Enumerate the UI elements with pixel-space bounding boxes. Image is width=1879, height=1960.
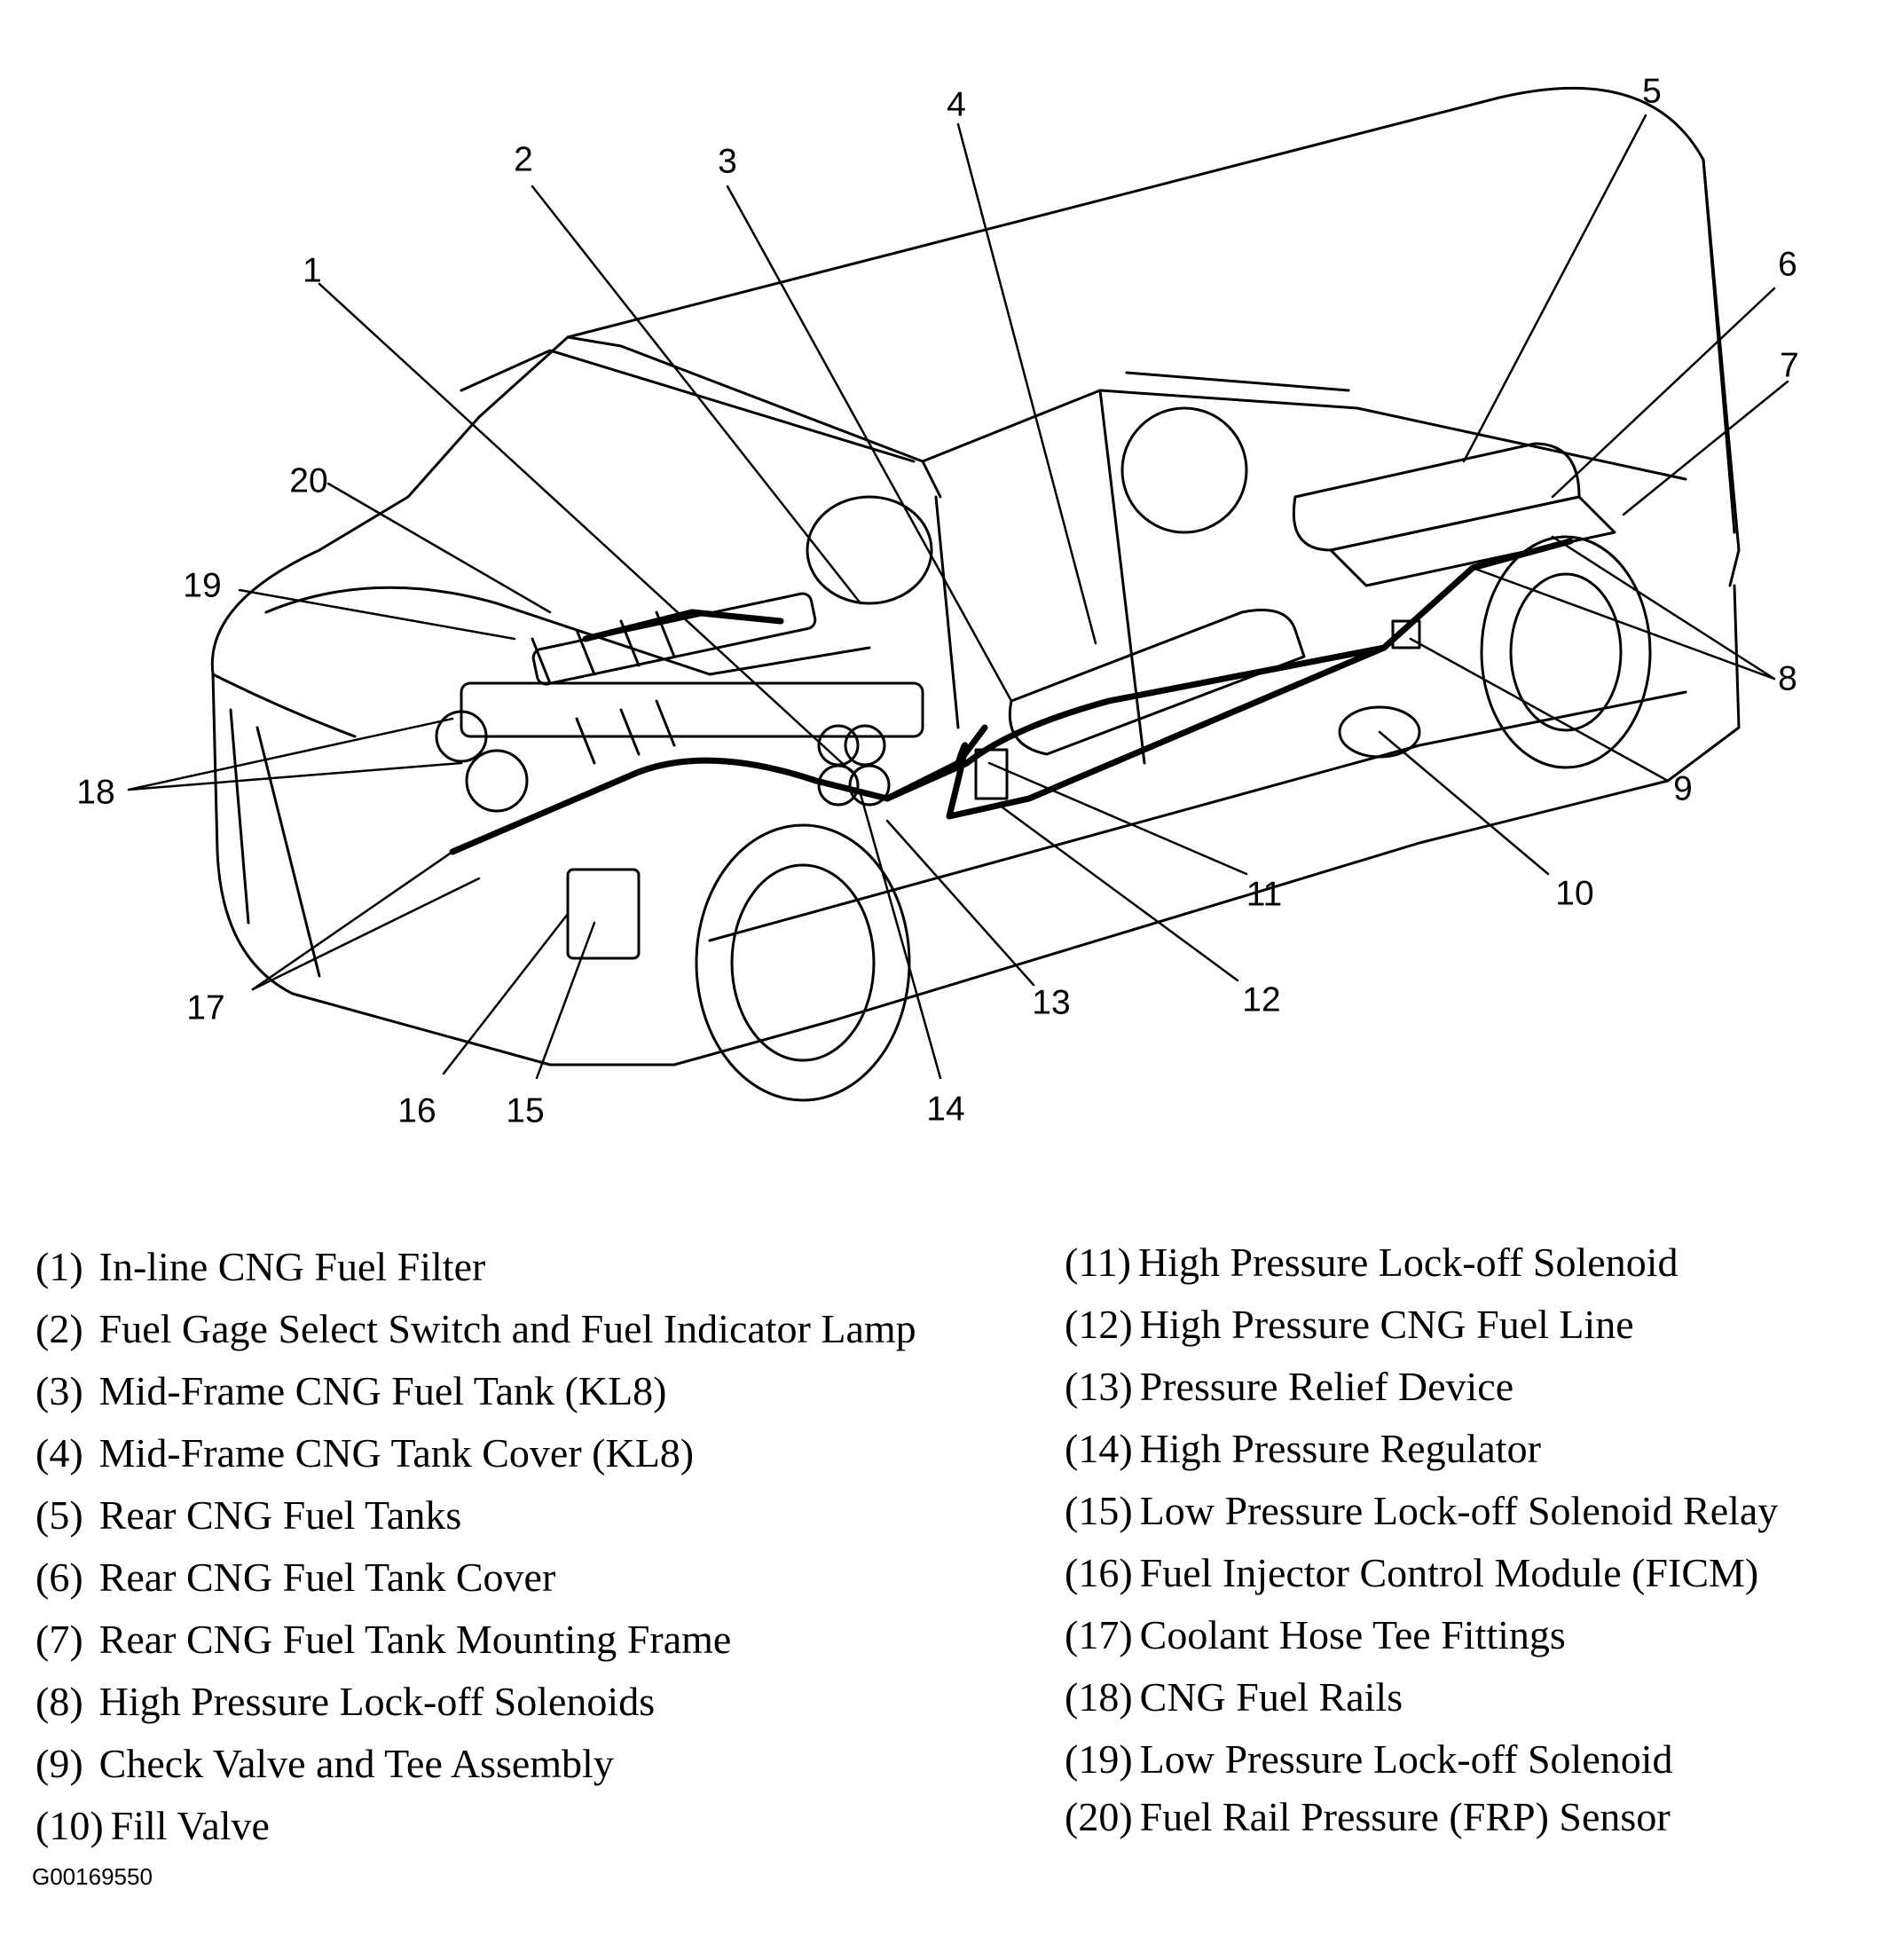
callout-11: 11: [1246, 875, 1283, 914]
cng-tanks: [1008, 442, 1616, 759]
callout-14: 14: [926, 1090, 965, 1129]
callout-1: 1: [303, 251, 322, 290]
legend-item-8: (8)High Pressure Lock-off Solenoids: [35, 1679, 656, 1724]
legend-item-12: (12)High Pressure CNG Fuel Line: [1065, 1302, 1634, 1347]
legend-item-10: (10)Fill Valve: [35, 1803, 270, 1848]
callout-8: 8: [1778, 659, 1797, 698]
truck-illustration: [127, 86, 1789, 1102]
legend-item-11: (11)High Pressure Lock-off Solenoid: [1065, 1240, 1679, 1285]
fill-valve-shape: [1338, 705, 1421, 759]
legend-item-9: (9)Check Valve and Tee Assembly: [35, 1741, 614, 1786]
callout-3: 3: [718, 142, 737, 181]
callout-9: 9: [1673, 769, 1693, 808]
legend-item-5: (5)Rear CNG Fuel Tanks: [35, 1492, 462, 1538]
callout-20: 20: [289, 461, 328, 500]
legend-item-2: (2)Fuel Gage Select Switch and Fuel Indi…: [35, 1306, 916, 1351]
figure-id: G00169550: [32, 1863, 153, 1890]
legend-item-14: (14)High Pressure Regulator: [1065, 1426, 1541, 1471]
fuel-lines: [449, 538, 1574, 855]
callout-15: 15: [506, 1091, 545, 1130]
truck-body-outline: [210, 86, 1741, 1067]
legend-item-1: (1)In-line CNG Fuel Filter: [35, 1244, 486, 1289]
callout-19: 19: [183, 566, 222, 605]
callout-6: 6: [1778, 245, 1797, 284]
legend-item-20: (20)Fuel Rail Pressure (FRP) Sensor: [1065, 1794, 1671, 1839]
leader-lines: [127, 114, 1789, 1080]
callout-5: 5: [1642, 72, 1662, 111]
regulator-and-solenoids: [817, 619, 1421, 807]
callout-12: 12: [1242, 980, 1281, 1019]
wheels: [695, 406, 1652, 1102]
legend-item-7: (7)Rear CNG Fuel Tank Mounting Frame: [35, 1617, 732, 1662]
callout-16: 16: [397, 1091, 436, 1130]
ficm-module-shape: [566, 868, 641, 960]
callout-7: 7: [1780, 346, 1799, 385]
callout-10: 10: [1555, 874, 1594, 913]
callout-4: 4: [947, 85, 966, 124]
legend-item-15: (15)Low Pressure Lock-off Solenoid Relay: [1065, 1488, 1779, 1533]
legend-item-3: (3)Mid-Frame CNG Fuel Tank (KL8): [35, 1368, 667, 1413]
legend-item-17: (17)Coolant Hose Tee Fittings: [1065, 1612, 1566, 1657]
engine-area: [435, 592, 924, 960]
callout-17: 17: [186, 988, 225, 1027]
legend-item-18: (18)CNG Fuel Rails: [1065, 1674, 1403, 1720]
legend-item-19: (19)Low Pressure Lock-off Solenoid: [1065, 1736, 1673, 1782]
legend-item-16: (16)Fuel Injector Control Module (FICM): [1065, 1550, 1759, 1595]
callout-18: 18: [76, 773, 115, 812]
callout-13: 13: [1032, 983, 1071, 1022]
legend-item-13: (13)Pressure Relief Device: [1065, 1364, 1514, 1409]
legend-item-4: (4)Mid-Frame CNG Tank Cover (KL8): [35, 1430, 695, 1476]
truck-cng-fuel-system-diagram: 1 2 3 4 5 6 7 8 9 10 11 12 13 14 15 16 1…: [76, 72, 1799, 1130]
legend-item-6: (6)Rear CNG Fuel Tank Cover: [35, 1555, 556, 1600]
callout-2: 2: [514, 140, 533, 179]
